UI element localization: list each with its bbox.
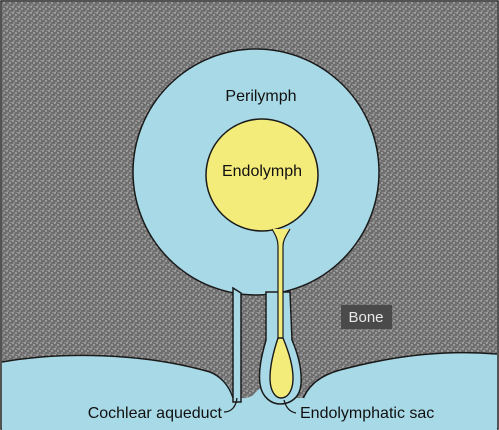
endolymphatic-sac-label: Endolymphatic sac — [300, 405, 434, 422]
cochlear-aqueduct-channel — [233, 288, 241, 402]
bone-label: Bone — [348, 309, 383, 326]
bottom-fluid-bridge — [232, 398, 304, 430]
endolymph-label: Endolymph — [222, 163, 302, 180]
perilymph-label: Perilymph — [225, 88, 296, 105]
cochlear-aqueduct-label: Cochlear aqueduct — [88, 405, 223, 422]
